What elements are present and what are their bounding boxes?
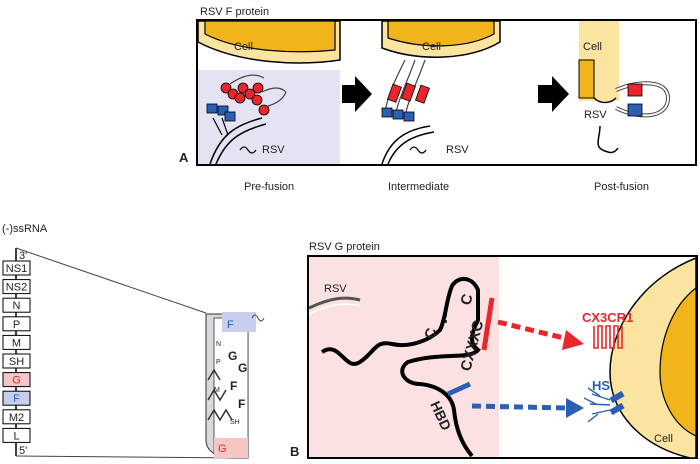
target-cell-label: Cell <box>654 433 673 445</box>
blue-dashed-arrow <box>471 403 569 411</box>
panel-b-virus-membrane-inner <box>308 303 361 315</box>
intermediate-stage: Cell RSV <box>381 20 501 165</box>
gene-label-p: P <box>13 319 20 331</box>
gene-box-m2 <box>2 409 31 425</box>
hs-glycan-icon <box>583 387 611 423</box>
cell-core-2 <box>387 20 495 47</box>
motif-c2: C <box>421 326 440 341</box>
virion-interior <box>213 317 249 455</box>
virion-n-glyph: N <box>216 341 221 348</box>
panel-b-virus-membrane <box>308 296 361 310</box>
virion-m-glyph: M <box>214 387 220 394</box>
virion-g-glyph: G <box>238 361 247 375</box>
cell-label-1: Cell <box>234 41 253 53</box>
gene-label-m: M <box>12 337 21 349</box>
arrow-2 <box>538 76 569 112</box>
cell-label-2: Cell <box>422 41 441 53</box>
motif-c1: C <box>457 292 476 307</box>
stage-label-intermediate: Intermediate <box>388 181 449 193</box>
gene-box-p <box>2 316 31 332</box>
cx3cr1-receptor-icon <box>593 325 623 349</box>
virion-diagram: F G G G F F SH N P M <box>205 312 265 459</box>
red-arrowhead <box>562 330 584 350</box>
virus-label-2: RSV <box>446 144 469 156</box>
f-highlight <box>222 312 256 332</box>
target-cell-nucleus <box>659 286 697 437</box>
zoom-line-bottom <box>15 455 247 459</box>
red-dashed-arrow <box>497 319 573 343</box>
cell-core-3 <box>578 59 595 99</box>
cx3cr1-label: CX3CR1 <box>582 310 633 325</box>
g-protein-chain <box>320 277 481 458</box>
virus-membrane-1-inner <box>215 123 267 165</box>
virus-label-1: RSV <box>262 144 285 156</box>
g-highlight <box>214 438 248 458</box>
panel-b-title: RSV G protein <box>309 241 380 253</box>
gene-label-ns1: NS1 <box>6 263 27 275</box>
postfusion-stage: Cell RSV <box>578 21 671 154</box>
stage-label-postfusion: Post-fusion <box>594 181 649 193</box>
gene-label-n: N <box>13 300 21 312</box>
panel-b-virus-label: RSV <box>324 283 347 295</box>
virion-g-glyph: G <box>228 349 237 363</box>
blue-arrowhead <box>566 398 584 418</box>
gene-label-sh: SH <box>9 356 24 368</box>
cell-label-3: Cell <box>583 41 602 53</box>
virion-helix <box>207 368 233 422</box>
hs-label: HS <box>592 378 610 393</box>
gene-box-m <box>2 334 31 350</box>
prefusion-f-protein <box>206 74 287 136</box>
f-blue-domain <box>206 103 218 114</box>
virion-g-label: G <box>218 443 227 455</box>
virion-f-glyph: F <box>238 397 245 411</box>
panel-b-letter: B <box>290 444 299 459</box>
virus-label-3: RSV <box>584 109 607 121</box>
f-blue-domain <box>224 111 236 122</box>
virus-membrane-1 <box>209 117 263 165</box>
gene-label-ns2: NS2 <box>6 282 27 294</box>
arrow-1 <box>342 76 372 112</box>
virion-f-glyph: F <box>230 379 237 393</box>
gene-box-g <box>2 372 31 388</box>
genome-3prime: 3' <box>19 250 27 262</box>
f-blue-domain <box>217 105 229 116</box>
virion-spikes <box>251 314 265 322</box>
genome-5prime: 5' <box>19 445 27 457</box>
gene-box-sh <box>2 353 31 369</box>
cx3c-red-bar <box>481 297 495 351</box>
zoom-line-top <box>15 247 207 314</box>
hs-anchor <box>609 402 625 416</box>
prefusion-stage: Cell RSV <box>197 20 341 165</box>
genome-title: (-)ssRNA <box>2 223 48 235</box>
panel-a-letter: A <box>179 150 189 165</box>
virion-p-glyph: P <box>216 359 221 366</box>
hbd-blue-bar <box>446 381 472 397</box>
virion-f-label: F <box>227 319 234 331</box>
gene-box-l <box>2 427 31 443</box>
gene-label-m2: M2 <box>9 412 24 424</box>
gene-label-l: L <box>13 430 19 442</box>
cell-core-1 <box>204 20 336 53</box>
virus-tail-1 <box>239 146 257 154</box>
virion-sh-glyph: SH <box>230 419 240 426</box>
stage-label-prefusion: Pre-fusion <box>244 181 294 193</box>
gene-label-g: G <box>12 375 21 387</box>
gene-box-ns1 <box>2 260 31 276</box>
hs-anchor <box>609 390 625 404</box>
panel-a-title: RSV F protein <box>200 6 269 18</box>
gene-box-ns2 <box>2 279 31 295</box>
gene-label-f: F <box>13 393 20 405</box>
gene-box-f <box>2 390 31 406</box>
gene-box-n <box>2 297 31 313</box>
